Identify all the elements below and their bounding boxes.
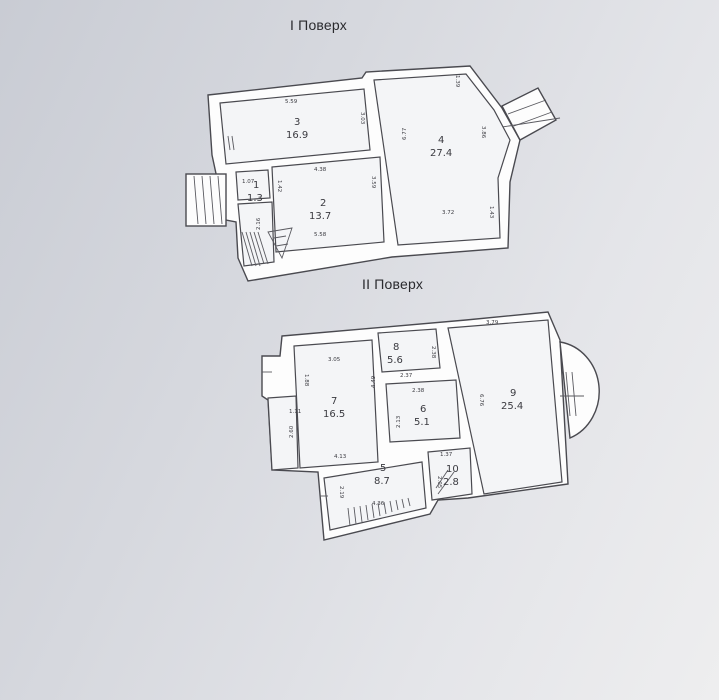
floor-1-room-4-number: 4 <box>438 135 444 146</box>
dim-label: 4.13 <box>334 454 347 460</box>
dim-label: 3.59 <box>370 176 376 189</box>
dim-label: 3.05 <box>328 357 341 363</box>
floor-2-title: II Поверх <box>362 276 424 292</box>
dim-label: 1.37 <box>440 452 453 458</box>
floor-2-small-room <box>267 395 299 471</box>
floor-2-room-9-number: 9 <box>510 388 516 399</box>
floor-2-room-7 <box>293 339 379 469</box>
floor-1-room-3-number: 3 <box>294 117 300 128</box>
floor-2-staircase <box>347 497 411 527</box>
floor-1-plan: 3 16.9 4 27.4 2 13.7 1 1.3 5.59 3.03 1.3… <box>185 65 561 282</box>
floor-2-room-9-area: 25.4 <box>501 401 523 412</box>
floor-1-room-1 <box>235 169 271 201</box>
floor-2-room-10-number: 10 <box>446 464 459 475</box>
floor-1-room-2-number: 2 <box>320 198 326 209</box>
floor-2-plan: 8 5.6 7 16.5 6 5.1 9 25.4 5 8.7 10 2.8 3… <box>261 311 600 541</box>
floor-1-entrance-steps <box>185 173 227 227</box>
dim-label: 1.42 <box>276 180 282 192</box>
floor-2-bay-window <box>559 341 600 440</box>
floor-1-room-1-number: 1 <box>253 180 259 191</box>
dim-label: 2.05 <box>436 476 442 489</box>
dim-label: 1.11 <box>289 409 301 415</box>
floor-1-room-2 <box>271 156 385 253</box>
dim-label: 3.86 <box>480 126 486 139</box>
floor-1-staircase <box>241 227 293 267</box>
floor-1-room-2-area: 13.7 <box>309 211 331 222</box>
dim-label: 2.38 <box>412 388 425 394</box>
floor-2-room-6 <box>385 379 461 443</box>
dim-label: 4.38 <box>314 167 327 173</box>
dim-label: 6.77 <box>402 127 408 140</box>
dim-label: 1.43 <box>488 206 494 219</box>
floor-2-room-7-number: 7 <box>331 396 337 407</box>
dim-label: 1.88 <box>303 374 309 387</box>
floor-1-room-1-area: 1.3 <box>247 193 263 204</box>
floor-2-room-8 <box>377 328 441 373</box>
floor-1-room-3 <box>219 88 371 165</box>
dim-label: 2.60 <box>289 425 295 438</box>
dim-label: 2.13 <box>396 415 402 428</box>
floor-1-room-4 <box>373 73 511 246</box>
dim-label: 2.19 <box>338 486 344 499</box>
dim-label: 2.37 <box>400 373 413 379</box>
floor-2-room-8-number: 8 <box>393 342 399 353</box>
floor-2-room-5-number: 5 <box>380 463 386 474</box>
dim-label: 6.76 <box>478 394 484 407</box>
dim-label: 3.79 <box>486 320 499 326</box>
floor-2-room-8-area: 5.6 <box>387 355 403 366</box>
floor-2-room-10 <box>427 447 473 501</box>
floor-1-title: I Поверх <box>290 17 347 33</box>
floor-2-room-6-number: 6 <box>420 404 426 415</box>
floor-2-room-7-area: 16.5 <box>323 409 345 420</box>
floor-2-room-5 <box>323 461 427 531</box>
floor-1-room-4-area: 27.4 <box>430 148 452 159</box>
floor-2-room-5-area: 8.7 <box>374 476 390 487</box>
dim-label: 1.39 <box>454 75 460 88</box>
floor-2-room-6-area: 5.1 <box>414 417 430 428</box>
dim-label: 3.03 <box>359 112 365 125</box>
dim-label: 1.07 <box>242 179 255 185</box>
dim-label: 2.16 <box>256 217 262 230</box>
dim-label: 5.58 <box>314 232 327 238</box>
floor-2-room-9 <box>447 319 563 495</box>
dim-label: 3.72 <box>442 210 454 216</box>
floor-1-room-3-area: 16.9 <box>286 130 308 141</box>
dim-label: 5.59 <box>285 99 298 105</box>
floor-2-room-10-area: 2.8 <box>443 477 459 488</box>
dim-label: 4.36 <box>372 501 385 507</box>
dim-label: 4.49 <box>371 375 377 388</box>
dim-label: 2.38 <box>430 346 436 359</box>
